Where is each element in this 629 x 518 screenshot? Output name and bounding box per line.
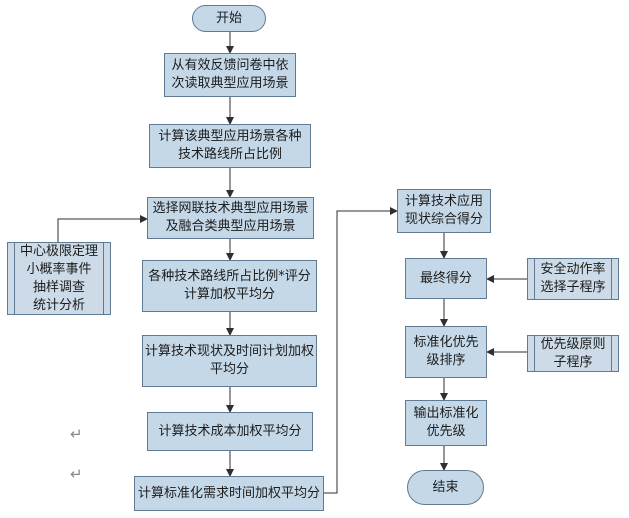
connector-stdtime-to-overall: [324, 207, 398, 494]
priority-line-2: 子程序: [553, 354, 593, 370]
std-time-label: 计算标准化需求时间加权平均分: [137, 485, 320, 501]
select-scene-line-2: 及融合类典型应用场景: [165, 219, 296, 234]
read-survey-line-1: 从有效反馈问卷中依: [171, 58, 289, 73]
end-node: 结束: [407, 470, 484, 505]
end-label: 结束: [432, 479, 459, 495]
safety-line-1: 安全动作率: [540, 262, 606, 277]
ranking-line-1: 标准化优先: [413, 335, 479, 350]
theory-line-1: 中心极限定理: [19, 243, 98, 259]
paragraph-mark-2: ↵: [70, 465, 83, 483]
ratio-score-step: 各种技术路线所占比例*评分计算加权平均分: [142, 260, 317, 312]
std-time-step: 计算标准化需求时间加权平均分: [134, 476, 324, 511]
connector-theory-to-select: [57, 215, 148, 242]
theory-line-3: 抽样调查: [32, 279, 85, 295]
paragraph-mark-1: ↵: [70, 425, 83, 443]
safety-subroutine: 安全动作率选择子程序: [527, 258, 619, 300]
theory-subroutine: 中心极限定理小概率事件抽样调查统计分析: [7, 242, 111, 315]
priority-subroutine: 优先级原则子程序: [527, 335, 619, 372]
ratio-score-line-2: 计算加权平均分: [183, 287, 275, 302]
status-time-step: 计算技术现状及时间计划加权平均分: [142, 335, 317, 387]
output-line-2: 优先级: [426, 424, 466, 439]
start-label: 开始: [215, 10, 242, 26]
overall-score-line-1: 计算技术应用: [404, 194, 483, 209]
theory-line-4: 统计分析: [32, 297, 85, 313]
ratio-score-line-1: 各种技术路线所占比例*评分: [148, 269, 311, 284]
status-time-line-2: 平均分: [209, 362, 249, 377]
final-score-step: 最终得分: [405, 258, 487, 299]
start-node: 开始: [192, 5, 266, 32]
read-survey-step: 从有效反馈问卷中依次读取典型应用场景: [164, 53, 296, 97]
status-time-line-1: 计算技术现状及时间计划加权: [144, 344, 314, 359]
calc-ratio-line-1: 计算该典型应用场景各种: [158, 129, 302, 144]
read-survey-line-2: 次读取典型应用场景: [171, 76, 289, 91]
overall-score-step: 计算技术应用现状综合得分: [397, 189, 491, 233]
ranking-line-2: 级排序: [426, 353, 466, 368]
calc-ratio-step: 计算该典型应用场景各种技术路线所占比例: [149, 124, 311, 168]
overall-score-line-2: 现状综合得分: [404, 212, 483, 227]
safety-line-2: 选择子程序: [540, 280, 606, 295]
priority-line-1: 优先级原则: [540, 336, 606, 352]
cost-step: 计算技术成本加权平均分: [147, 412, 313, 451]
output-line-1: 输出标准化: [413, 406, 479, 421]
select-scene-line-1: 选择网联技术典型应用场景: [152, 201, 309, 216]
cost-label: 计算技术成本加权平均分: [158, 423, 302, 439]
final-score-label: 最终得分: [419, 270, 472, 286]
ranking-step: 标准化优先级排序: [405, 326, 487, 378]
output-step: 输出标准化优先级: [405, 400, 487, 446]
theory-line-2: 小概率事件: [26, 261, 92, 277]
select-scene-step: 选择网联技术典型应用场景及融合类典型应用场景: [147, 197, 314, 239]
calc-ratio-line-2: 技术路线所占比例: [177, 147, 282, 162]
